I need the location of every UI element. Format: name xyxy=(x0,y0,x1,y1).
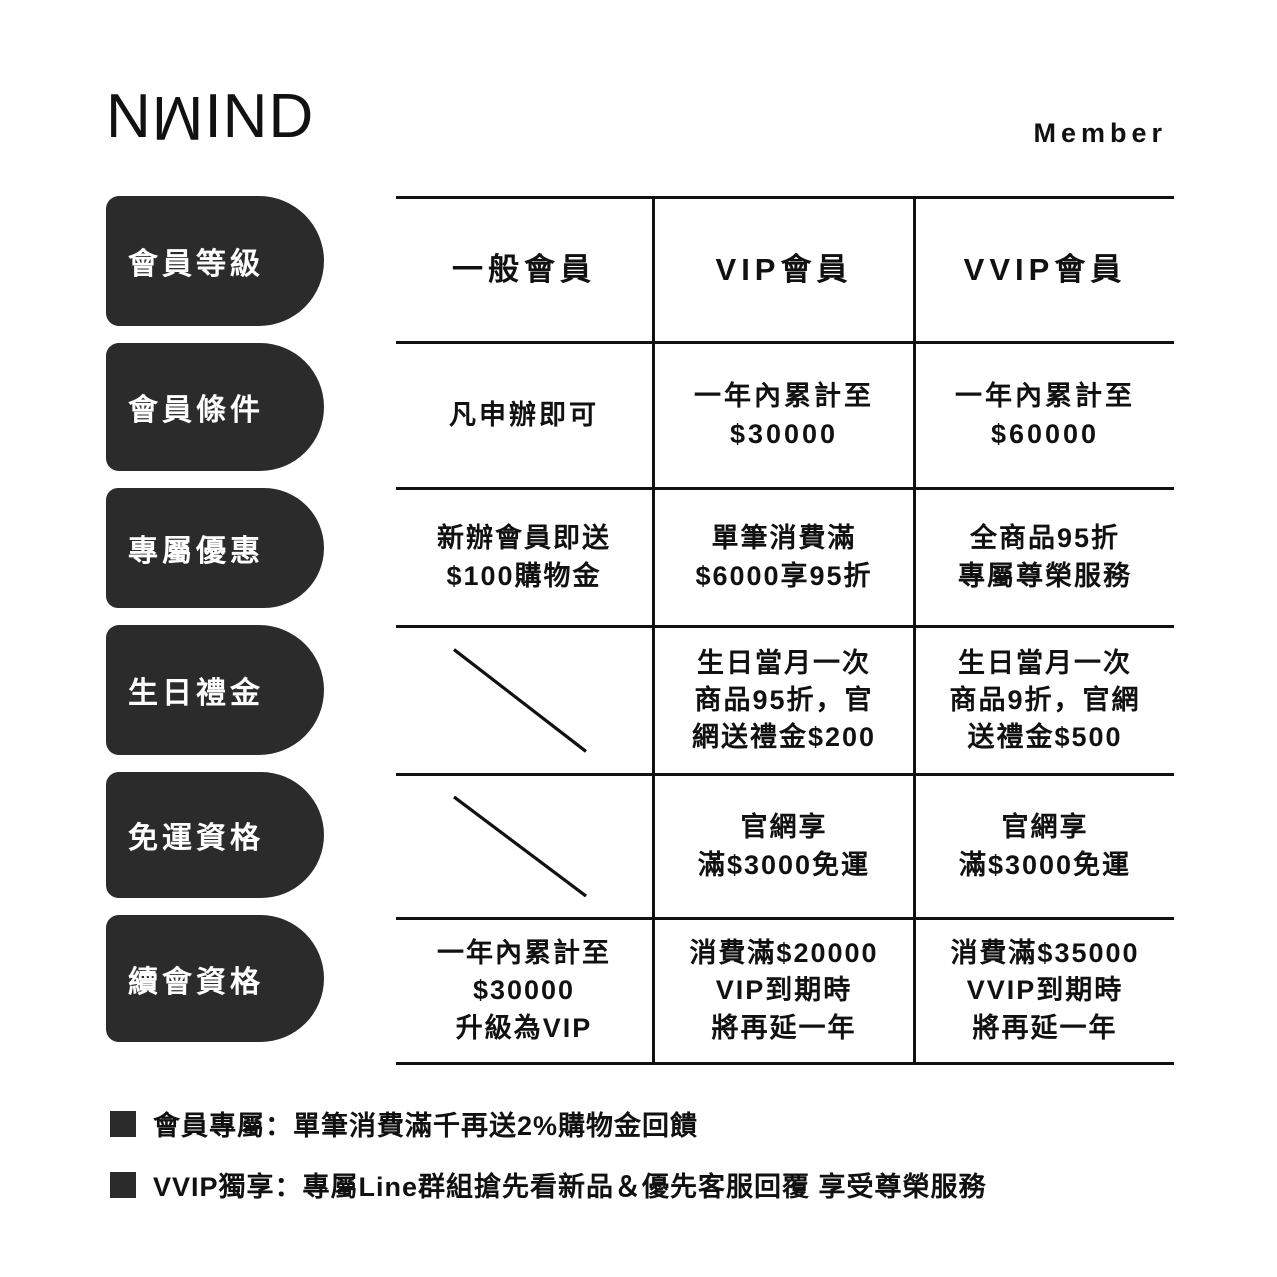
cell-text: 官網享 滿$3000免運 xyxy=(697,812,871,880)
table-cell xyxy=(396,628,652,773)
brand-logo-n: N xyxy=(106,82,152,151)
table-cell: 一年內累計至 $30000 xyxy=(652,344,913,487)
cell-text: 全商品95折 專屬尊榮服務 xyxy=(958,523,1132,591)
row-label-pill-4: 生日禮金 xyxy=(106,625,324,755)
table-row: 官網享 滿$3000免運 官網享 滿$3000免運 xyxy=(396,776,1174,920)
brand-logo-ind: IND xyxy=(204,82,315,151)
cell-text: 生日當月一次 商品95折，官 網送禮金$200 xyxy=(691,647,877,753)
table-row: 新辦會員即送 $100購物金 單筆消費滿 $6000享95折 全商品95折 專屬尊榮… xyxy=(396,490,1174,628)
footnote-text: VVIP獨享：專屬Line群組搶先看新品＆優先客服回覆 享受尊榮服務 xyxy=(153,1172,987,1202)
square-bullet-icon xyxy=(110,1171,136,1198)
table-cell: 生日當月一次 商品9折，官網 送禮金$500 xyxy=(913,628,1174,773)
cell-text: 單筆消費滿 $6000享95折 xyxy=(695,523,873,591)
cell-text: 一年內累計至 $60000 xyxy=(955,381,1135,449)
column-header-2: VIP會員 xyxy=(652,199,913,341)
table-cell: 消費滿$20000 VIP到期時 將再延一年 xyxy=(652,920,913,1062)
footnote-2: VVIP獨享：專屬Line群組搶先看新品＆優先客服回覆 享受尊榮服務 xyxy=(110,1165,1210,1204)
row-label-pill-6: 續會資格 xyxy=(106,915,324,1042)
table-cell: 生日當月一次 商品95折，官 網送禮金$200 xyxy=(652,628,913,773)
table-cell: 消費滿$35000 VVIP到期時 將再延一年 xyxy=(913,920,1174,1062)
row-label-text: 會員條件 xyxy=(128,394,264,427)
not-applicable-slash-icon xyxy=(396,628,652,773)
column-header-3: VVIP會員 xyxy=(913,199,1174,341)
cell-text: 消費滿$35000 VVIP到期時 將再延一年 xyxy=(950,938,1140,1043)
table-cell: 單筆消費滿 $6000享95折 xyxy=(652,490,913,625)
row-label-pill-1: 會員等級 xyxy=(106,196,324,326)
row-label-text: 生日禮金 xyxy=(128,677,264,710)
cell-text: 一年內累計至 $30000 升級為VIP xyxy=(437,938,611,1043)
table-cell: 全商品95折 專屬尊榮服務 xyxy=(913,490,1174,625)
not-applicable-slash-icon xyxy=(396,776,652,917)
table-row: 生日當月一次 商品95折，官 網送禮金$200 生日當月一次 商品9折，官網 送禮… xyxy=(396,628,1174,776)
table-row: 一年內累計至 $30000 升級為VIP 消費滿$20000 VIP到期時 將再延… xyxy=(396,920,1174,1065)
row-label-text: 免運資格 xyxy=(128,822,264,855)
square-bullet-icon xyxy=(110,1110,136,1137)
cell-text: VVIP會員 xyxy=(963,251,1127,287)
cell-text: 生日當月一次 商品9折，官網 送禮金$500 xyxy=(949,647,1141,753)
table-row: 一般會員 VIP會員 VVIP會員 xyxy=(396,196,1174,344)
table-cell: 一年內累計至 $60000 xyxy=(913,344,1174,487)
row-label-pill-5: 免運資格 xyxy=(106,772,324,898)
cell-text: 一年內累計至 $30000 xyxy=(694,381,874,449)
footnotes: 會員專屬：單筆消費滿千再送2%購物金回饋 VVIP獨享：專屬Line群組搶先看新品… xyxy=(110,1104,1210,1226)
row-label-text: 會員等級 xyxy=(128,248,264,281)
row-label-pill-3: 專屬優惠 xyxy=(106,488,324,608)
cell-text: 官網享 滿$3000免運 xyxy=(958,812,1132,880)
cell-text: 一般會員 xyxy=(452,251,596,287)
cell-text: 消費滿$20000 VIP到期時 將再延一年 xyxy=(689,938,879,1043)
row-label-column: 會員等級會員條件專屬優惠生日禮金免運資格續會資格 xyxy=(106,196,324,1059)
table-cell: 一年內累計至 $30000 升級為VIP xyxy=(396,920,652,1062)
footnote-1: 會員專屬：單筆消費滿千再送2%購物金回饋 xyxy=(110,1104,1210,1143)
brand-logo-m: M xyxy=(151,83,205,152)
table-cell: 新辦會員即送 $100購物金 xyxy=(396,490,652,625)
cell-text: 新辦會員即送 $100購物金 xyxy=(437,523,611,591)
table-cell: 凡申辦即可 xyxy=(396,344,652,487)
footnote-text: 會員專屬：單筆消費滿千再送2%購物金回饋 xyxy=(153,1111,699,1141)
benefits-table: 一般會員 VIP會員 VVIP會員凡申辦即可 一年內累計至 $30000 一年內累計至 … xyxy=(396,196,1174,1065)
column-header-1: 一般會員 xyxy=(396,199,652,341)
cell-text: 凡申辦即可 xyxy=(449,399,599,430)
table-cell: 官網享 滿$3000免運 xyxy=(652,776,913,917)
cell-text: VIP會員 xyxy=(715,251,853,287)
row-label-text: 專屬優惠 xyxy=(128,535,264,568)
row-label-text: 續會資格 xyxy=(128,965,264,999)
page-title: Member xyxy=(1033,118,1167,148)
table-cell xyxy=(396,776,652,917)
table-cell: 官網享 滿$3000免運 xyxy=(913,776,1174,917)
row-label-pill-2: 會員條件 xyxy=(106,343,324,471)
table-row: 凡申辦即可 一年內累計至 $30000 一年內累計至 $60000 xyxy=(396,344,1174,490)
